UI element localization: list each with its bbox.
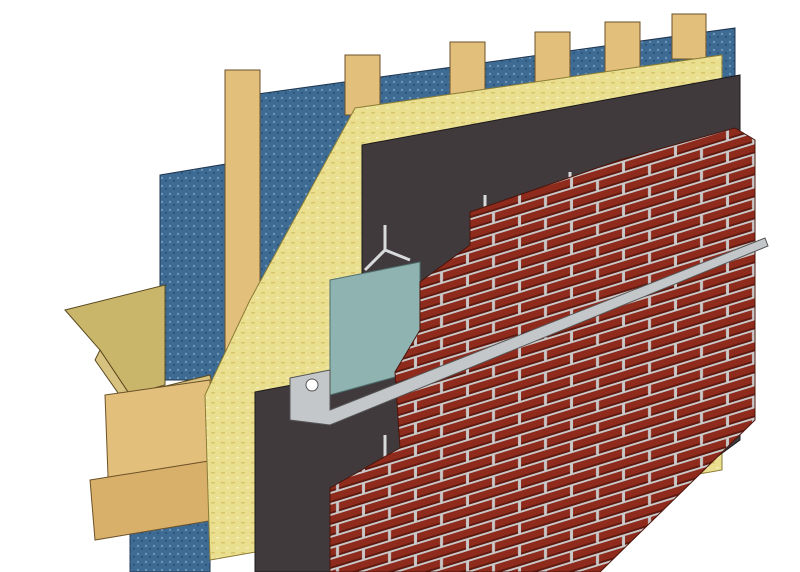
stud bbox=[671, 13, 707, 60]
stud bbox=[604, 21, 641, 73]
stud bbox=[534, 31, 571, 83]
steel-shelf-angle bbox=[289, 237, 769, 426]
stud bbox=[449, 41, 486, 98]
brick-veneer bbox=[329, 127, 756, 572]
floor-deck bbox=[64, 284, 216, 541]
bolt-hole bbox=[305, 378, 319, 392]
